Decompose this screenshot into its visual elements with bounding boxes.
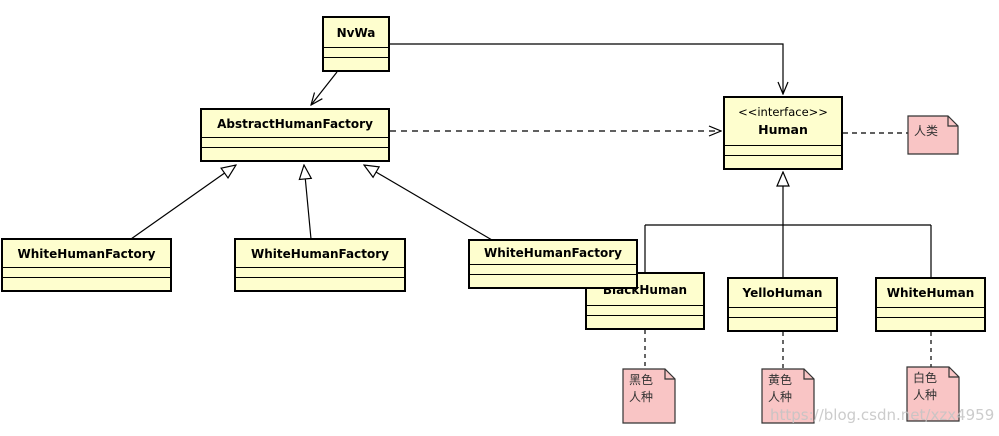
note-renlei: 人类 bbox=[914, 124, 939, 138]
attributes-compartment bbox=[729, 307, 836, 317]
class-nvwa: NvWa bbox=[322, 16, 390, 72]
attributes-compartment bbox=[470, 264, 636, 274]
watermark: https://blog.csdn.net/xzx4959 bbox=[770, 406, 995, 424]
class-name: YelloHuman bbox=[742, 286, 823, 300]
methods-compartment bbox=[324, 57, 388, 70]
attributes-compartment bbox=[587, 305, 703, 315]
class-white-human-factory-3: WhiteHumanFactory bbox=[468, 239, 638, 289]
edge-whf3-abstractfactory bbox=[364, 165, 493, 241]
note-shape-yellow bbox=[761, 368, 815, 424]
note-white-race: 白色 人种 bbox=[913, 371, 938, 402]
methods-compartment bbox=[729, 317, 836, 330]
class-white-human-factory-2: WhiteHumanFactory bbox=[234, 238, 406, 292]
methods-compartment bbox=[587, 315, 703, 328]
note-shape-white bbox=[906, 366, 960, 422]
attributes-compartment bbox=[236, 267, 404, 277]
note-shape-renlei bbox=[907, 115, 959, 155]
methods-compartment bbox=[3, 277, 170, 290]
class-name: WhiteHuman bbox=[886, 286, 975, 300]
note-black-race: 黑色 人种 bbox=[629, 373, 654, 404]
methods-compartment bbox=[725, 155, 841, 168]
class-name: WhiteHumanFactory bbox=[17, 246, 156, 261]
edge-nvwa-human bbox=[390, 43, 783, 94]
interface-title: <<interface>> Human bbox=[725, 98, 841, 145]
attributes-compartment bbox=[725, 145, 841, 155]
stereotype-label: <<interface>> bbox=[738, 105, 828, 120]
note-yellow-race: 黄色 人种 bbox=[768, 373, 793, 404]
attributes-compartment bbox=[324, 47, 388, 57]
edge-nvwa-abstractfactory bbox=[311, 71, 338, 105]
class-name: WhiteHumanFactory bbox=[484, 245, 622, 260]
class-yello-human: YelloHuman bbox=[727, 277, 838, 332]
class-abstract-human-factory: AbstractHumanFactory bbox=[200, 108, 390, 162]
attributes-compartment bbox=[877, 307, 984, 317]
methods-compartment bbox=[202, 147, 388, 160]
edge-whf1-abstractfactory bbox=[130, 165, 236, 240]
methods-compartment bbox=[877, 317, 984, 330]
class-white-human-factory-1: WhiteHumanFactory bbox=[1, 238, 172, 292]
class-name: WhiteHumanFactory bbox=[251, 246, 389, 261]
attributes-compartment bbox=[202, 137, 388, 147]
class-white-human: WhiteHuman bbox=[875, 277, 986, 332]
class-name: NvWa bbox=[336, 25, 376, 40]
methods-compartment bbox=[470, 274, 636, 287]
edge-whf2-abstractfactory bbox=[304, 165, 311, 240]
methods-compartment bbox=[236, 277, 404, 290]
note-shape-black bbox=[622, 368, 676, 424]
interface-name: Human bbox=[758, 121, 808, 137]
interface-human: <<interface>> Human bbox=[723, 96, 843, 170]
attributes-compartment bbox=[3, 267, 170, 277]
class-name: AbstractHumanFactory bbox=[217, 116, 373, 131]
